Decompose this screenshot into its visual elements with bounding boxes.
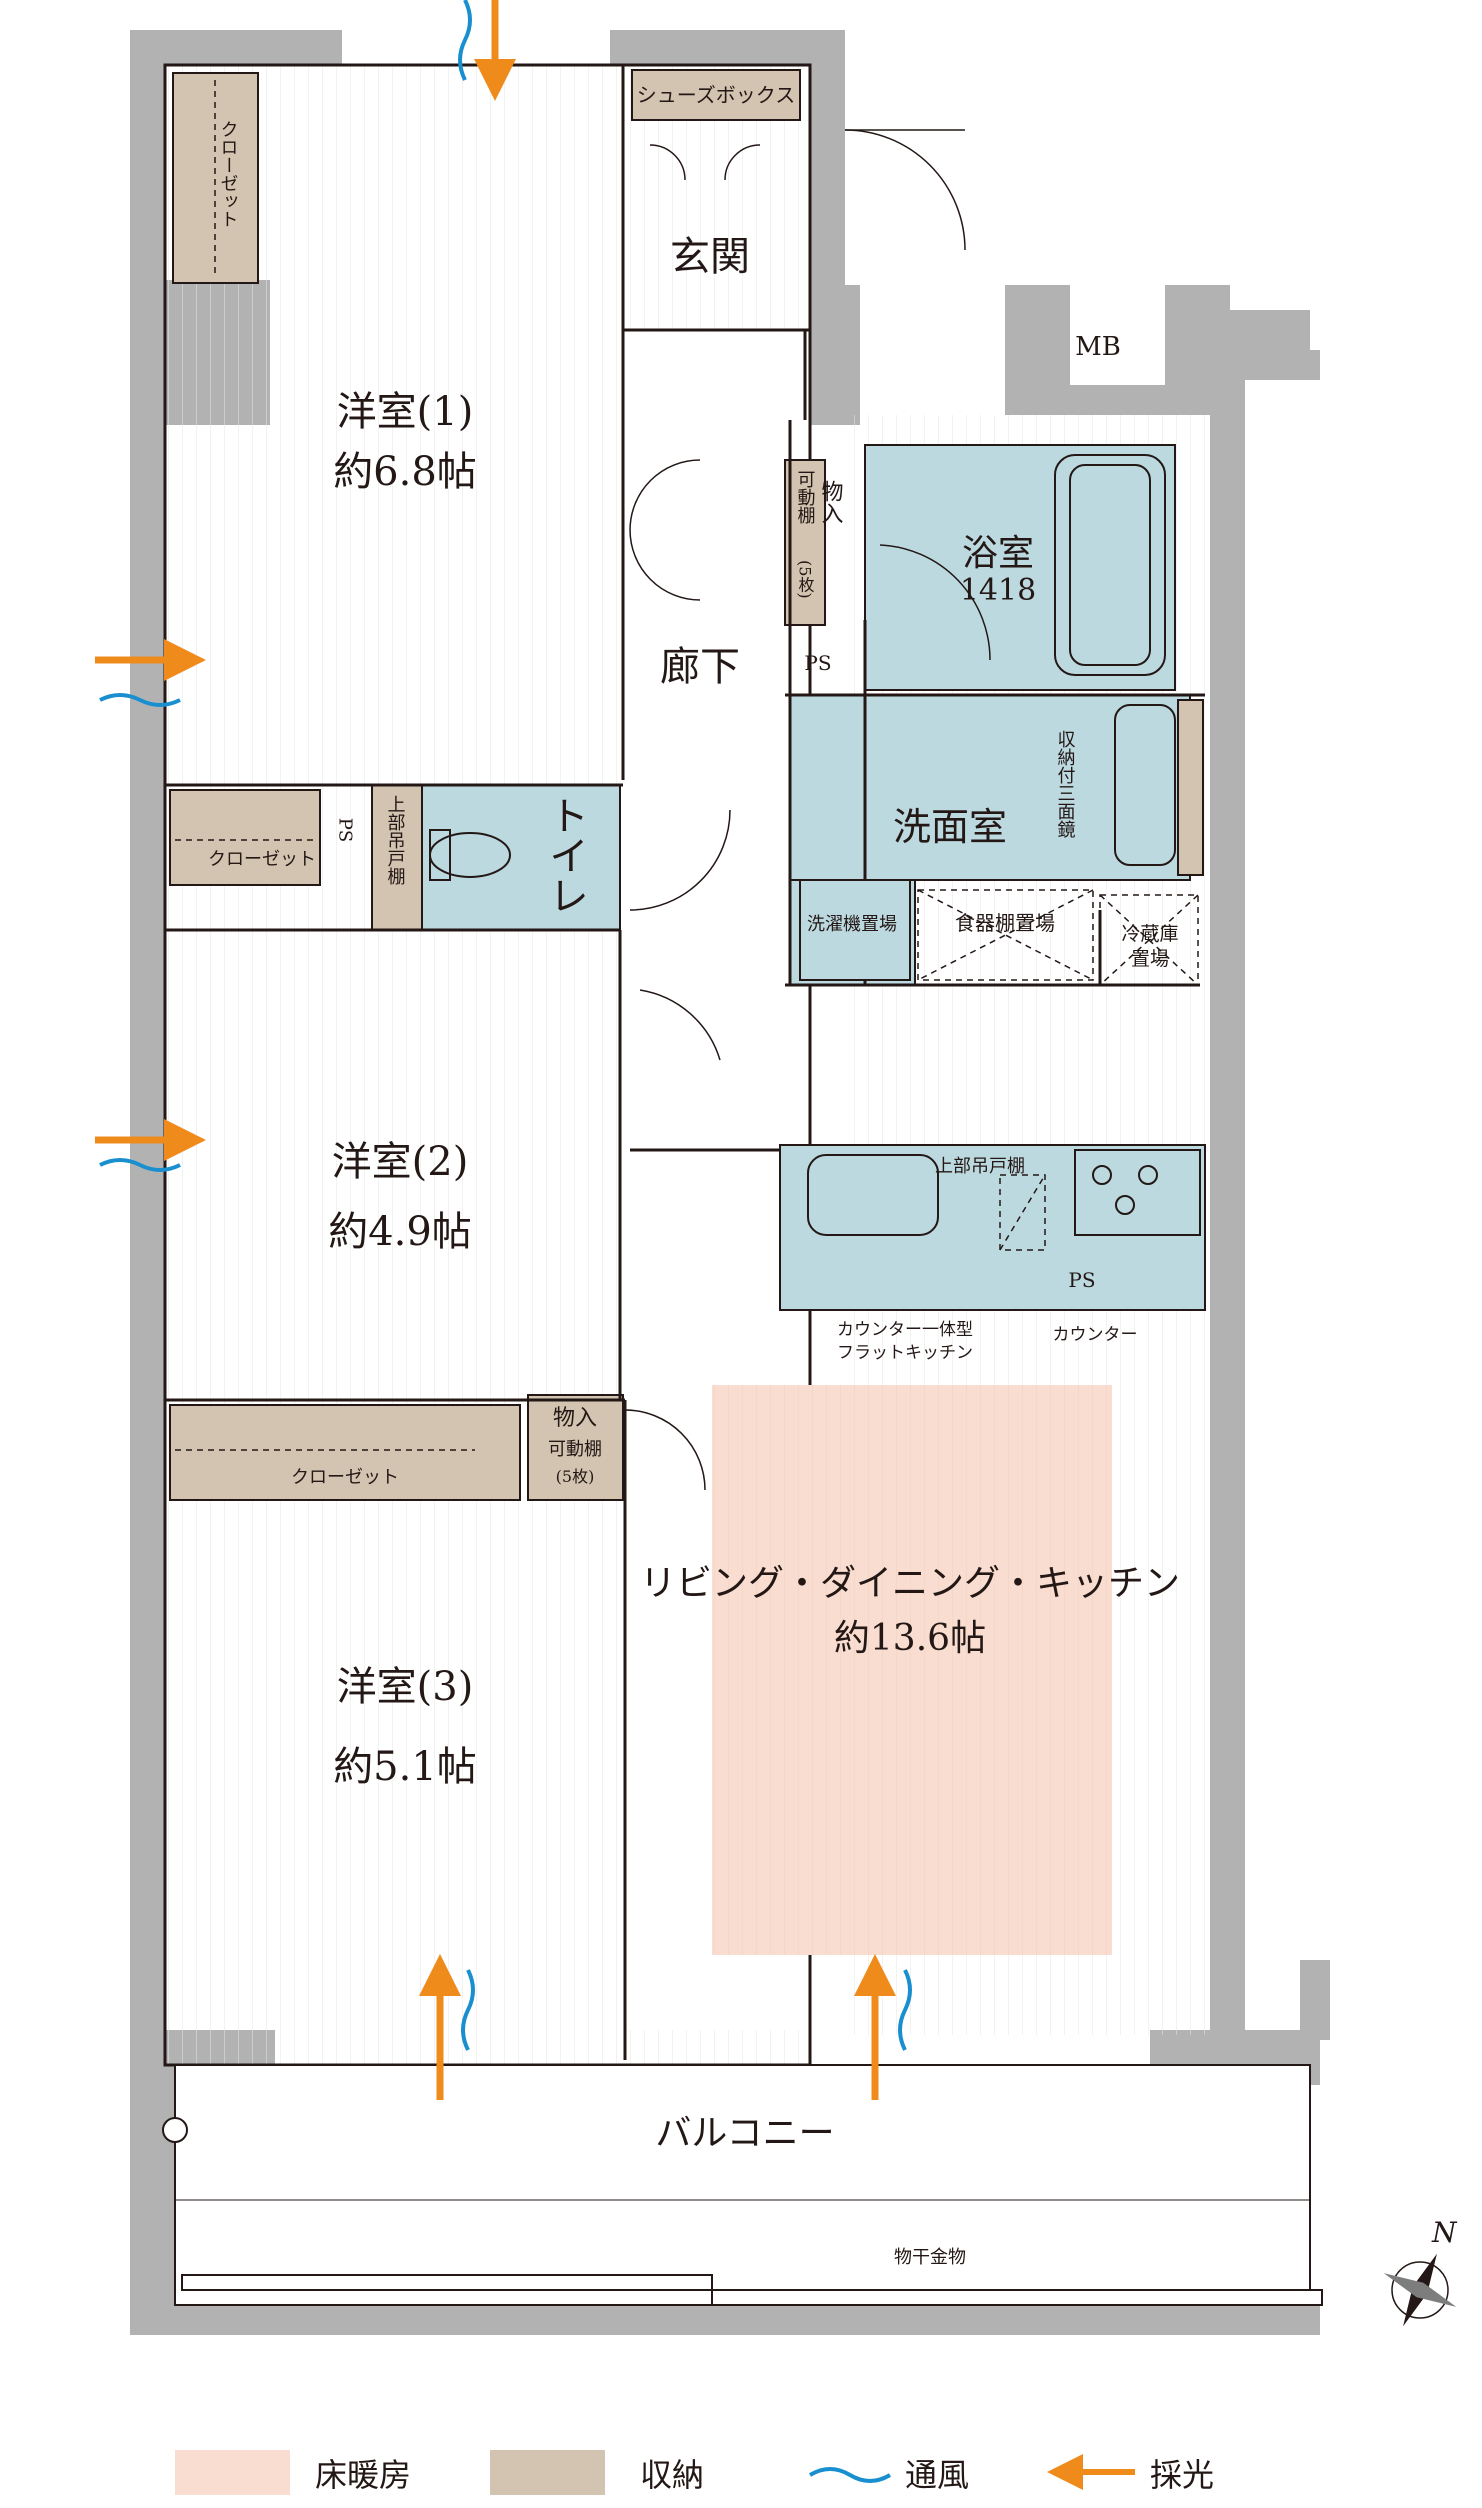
upper-cabinet-kitchen: 上部吊戸棚	[935, 1156, 1025, 1177]
dashed-zones	[175, 80, 1199, 1451]
storage1-l3: (5枚)	[796, 560, 815, 599]
bath-name: 浴室	[962, 533, 1034, 574]
ldk-name: リビング・ダイニング・キッチン	[640, 1563, 1180, 1604]
compass-label: N	[1431, 2216, 1458, 2249]
storage2-l1: 物入	[553, 1406, 597, 1431]
legend-swatch-floor-heating	[175, 2450, 290, 2495]
light-arrows	[95, 0, 896, 2100]
legend-label-floor-heating: 床暖房	[315, 2456, 411, 2494]
wind-marks	[99, 0, 912, 2051]
closet1-label: クローゼット	[218, 120, 239, 228]
legend-swatch-storage	[490, 2450, 605, 2495]
mirror-storage: 収納付三面鏡	[1055, 730, 1076, 839]
balcony	[162, 2064, 1323, 2306]
washer-label: 洗濯機置場	[807, 914, 897, 935]
storage2-l2: 可動棚	[548, 1439, 602, 1460]
flat-kitchen-l2: フラットキッチン	[837, 1343, 973, 1363]
flat-kitchen-l1: カウンター一体型	[837, 1320, 973, 1340]
ps-label-kitchen: PS	[1068, 1268, 1095, 1292]
fridge-l2: 置場	[1131, 948, 1169, 970]
legend-label-daylight: 採光	[1150, 2456, 1214, 2494]
legend-icon-ventilation	[808, 2467, 892, 2483]
legend: 床暖房 収納 通風 採光	[175, 2450, 1214, 2495]
ps-label-hall: PS	[804, 651, 831, 675]
upper-cabinet-toilet: 上部吊戸棚	[385, 795, 406, 886]
storage1-l1: 物入	[818, 480, 844, 524]
fixtures	[429, 454, 1201, 1236]
laundry-hardware: 物干金物	[894, 2247, 966, 2268]
compass: N	[1383, 2216, 1458, 2327]
fridge-l1: 冷蔵庫	[1121, 923, 1178, 945]
doors	[624, 129, 991, 1491]
ldk-size: 約13.6帖	[834, 1618, 986, 1659]
hallway-label: 廊下	[660, 644, 740, 690]
western3-name: 洋室(3)	[337, 1664, 474, 1710]
western1-name: 洋室(1)	[337, 389, 474, 435]
bath-size: 1418	[960, 573, 1036, 608]
mb-label: MB	[1075, 332, 1121, 362]
floor-heating-area	[712, 1385, 1112, 1955]
toilet-label: トイレ	[542, 795, 588, 915]
ps-label-toilet: PS	[335, 818, 356, 842]
western2-name: 洋室(2)	[332, 1139, 469, 1185]
dish-shelf-label: 食器棚置場	[955, 911, 1055, 935]
washroom-label: 洗面室	[893, 805, 1007, 849]
western2-size: 約4.9帖	[328, 1209, 472, 1255]
entrance-label: 玄関	[670, 234, 750, 280]
legend-label-ventilation: 通風	[905, 2456, 969, 2494]
western1-size: 約6.8帖	[333, 449, 477, 495]
storage2-l3: (5枚)	[556, 1467, 595, 1486]
legend-label-storage: 収納	[640, 2456, 704, 2494]
counter-label: カウンター	[1053, 1325, 1138, 1345]
western3-size: 約5.1帖	[333, 1744, 477, 1790]
balcony-label: バルコニー	[655, 2113, 834, 2154]
storage-areas	[169, 69, 1204, 1501]
closet2-label: クローゼット	[208, 849, 316, 870]
closet3-label: クローゼット	[291, 1467, 399, 1488]
storage1-l2: 可動棚	[795, 470, 816, 525]
shoebox-label: シューズボックス	[637, 83, 795, 107]
room-labels: 洋室(1) 約6.8帖 洋室(2) 約4.9帖 洋室(3) 約5.1帖 リビング…	[208, 83, 1180, 2268]
